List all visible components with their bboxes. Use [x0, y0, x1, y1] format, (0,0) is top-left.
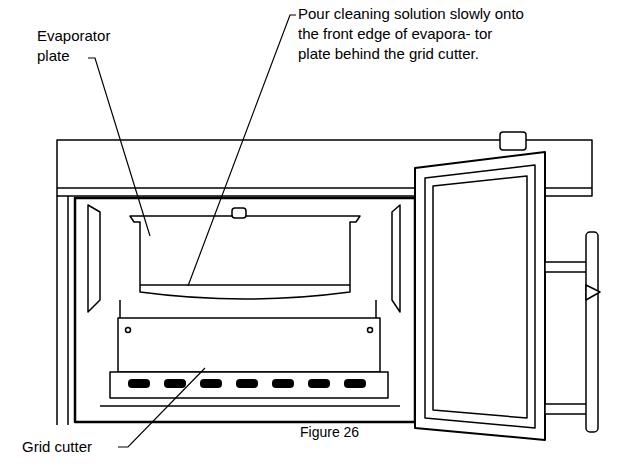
plate-edge	[140, 284, 350, 286]
part-label: Pour cleaning solution slowly onto the f…	[298, 4, 526, 64]
door	[415, 152, 545, 440]
shelf-line	[100, 405, 400, 407]
cabinet-wall	[56, 196, 58, 425]
leader-line	[118, 368, 205, 447]
side-panel	[88, 205, 100, 312]
cutter-slots	[128, 379, 366, 388]
grid-cutter	[118, 318, 380, 372]
leader-line	[188, 15, 296, 286]
bracket	[375, 300, 377, 318]
screw	[126, 328, 131, 333]
handle-stub	[545, 262, 587, 272]
part-label: Evaporator plate	[37, 26, 119, 66]
door-glass	[433, 176, 527, 418]
figure-caption: Figure 26	[300, 422, 420, 442]
bracket	[119, 300, 121, 318]
leader-line	[88, 58, 150, 236]
door-handle	[586, 232, 598, 432]
hinge	[500, 132, 526, 150]
plate-nub	[232, 208, 246, 218]
handle-tip	[586, 285, 600, 300]
cabinet-opening	[75, 198, 415, 422]
cabinet-wall	[67, 196, 69, 425]
door-frame	[425, 165, 535, 428]
handle-stub	[545, 404, 587, 414]
part-label: Grid cutter	[22, 437, 152, 457]
side-panel	[392, 205, 400, 312]
cutter-rail	[110, 372, 388, 398]
screw	[368, 328, 373, 333]
evaporator-plate	[130, 216, 360, 299]
